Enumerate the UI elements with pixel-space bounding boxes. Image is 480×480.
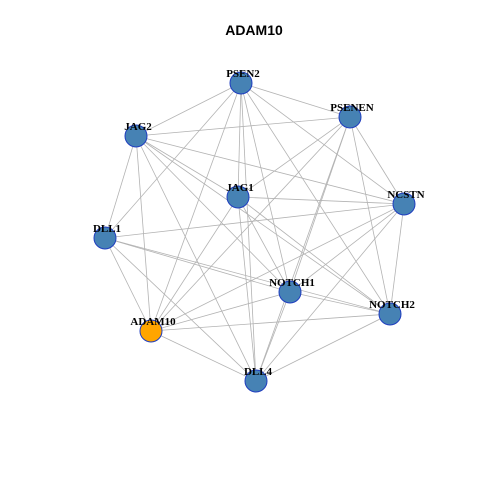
edge-layer xyxy=(104,82,405,382)
node-dll4 xyxy=(244,369,268,393)
edge-jag2-notch1 xyxy=(135,135,291,293)
edge-notch2-dll4 xyxy=(255,313,391,382)
edge-jag2-dll4 xyxy=(135,135,257,382)
edge-dll1-notch2 xyxy=(104,237,391,315)
edge-psenen-notch2 xyxy=(349,116,391,315)
edge-notch2-adam10 xyxy=(150,313,391,332)
node-label-dll1: DLL1 xyxy=(93,223,121,235)
edge-psenen-dll4 xyxy=(255,116,351,382)
node-label-ncstn: NCSTN xyxy=(387,189,424,201)
edge-jag1-notch1 xyxy=(237,196,291,293)
node-label-jag1: JAG1 xyxy=(226,182,254,194)
edge-psen2-dll1 xyxy=(104,82,242,239)
edge-psen2-notch1 xyxy=(240,82,291,293)
edge-psen2-jag1 xyxy=(237,82,242,198)
edge-psen2-dll4 xyxy=(240,82,257,382)
graph-title: ADAM10 xyxy=(225,22,283,38)
node-notch2 xyxy=(378,302,402,326)
node-label-jag2: JAG2 xyxy=(124,121,152,133)
node-label-adam10: ADAM10 xyxy=(130,316,176,328)
edge-jag2-jag1 xyxy=(135,135,239,198)
edge-psenen-ncstn xyxy=(349,116,405,205)
edge-psen2-adam10 xyxy=(150,82,242,332)
edge-psenen-jag2 xyxy=(135,116,351,137)
edge-jag2-ncstn xyxy=(135,135,405,205)
edge-notch1-adam10 xyxy=(150,291,291,332)
edge-notch1-dll4 xyxy=(255,291,291,382)
node-notch1 xyxy=(278,280,302,304)
node-label-notch1: NOTCH1 xyxy=(269,277,315,289)
edge-ncstn-dll4 xyxy=(255,203,405,382)
edge-adam10-dll4 xyxy=(150,330,257,382)
edge-ncstn-jag1 xyxy=(237,196,405,205)
edge-psen2-notch2 xyxy=(240,82,391,315)
edge-psen2-ncstn xyxy=(240,82,405,205)
node-label-psenen: PSENEN xyxy=(330,102,373,114)
edge-dll1-notch1 xyxy=(104,237,291,293)
edge-ncstn-dll1 xyxy=(104,203,405,239)
edge-jag1-dll4 xyxy=(237,196,257,382)
edge-notch1-notch2 xyxy=(289,291,391,315)
edge-jag2-dll1 xyxy=(104,135,137,239)
edge-ncstn-adam10 xyxy=(150,203,405,332)
node-adam10 xyxy=(139,319,163,343)
edge-ncstn-notch1 xyxy=(289,203,405,293)
edge-dll1-adam10 xyxy=(104,237,152,332)
edge-jag2-notch2 xyxy=(135,135,391,315)
node-label-notch2: NOTCH2 xyxy=(369,299,415,311)
node-psen2 xyxy=(229,71,253,95)
node-ncstn xyxy=(392,192,416,216)
node-label-psen2: PSEN2 xyxy=(226,68,260,80)
edge-psenen-adam10 xyxy=(150,116,351,332)
edge-dll1-dll4 xyxy=(104,237,257,382)
edge-jag1-notch2 xyxy=(237,196,391,315)
edge-psenen-jag1 xyxy=(237,116,351,198)
edge-psen2-psenen xyxy=(240,82,351,118)
node-dll1 xyxy=(93,226,117,250)
node-label-dll4: DLL4 xyxy=(244,366,273,378)
node-jag1 xyxy=(226,185,250,209)
node-layer xyxy=(93,71,416,393)
edge-ncstn-notch2 xyxy=(389,203,405,315)
node-psenen xyxy=(338,105,362,129)
edge-psen2-jag2 xyxy=(135,82,242,137)
node-jag2 xyxy=(124,124,148,148)
